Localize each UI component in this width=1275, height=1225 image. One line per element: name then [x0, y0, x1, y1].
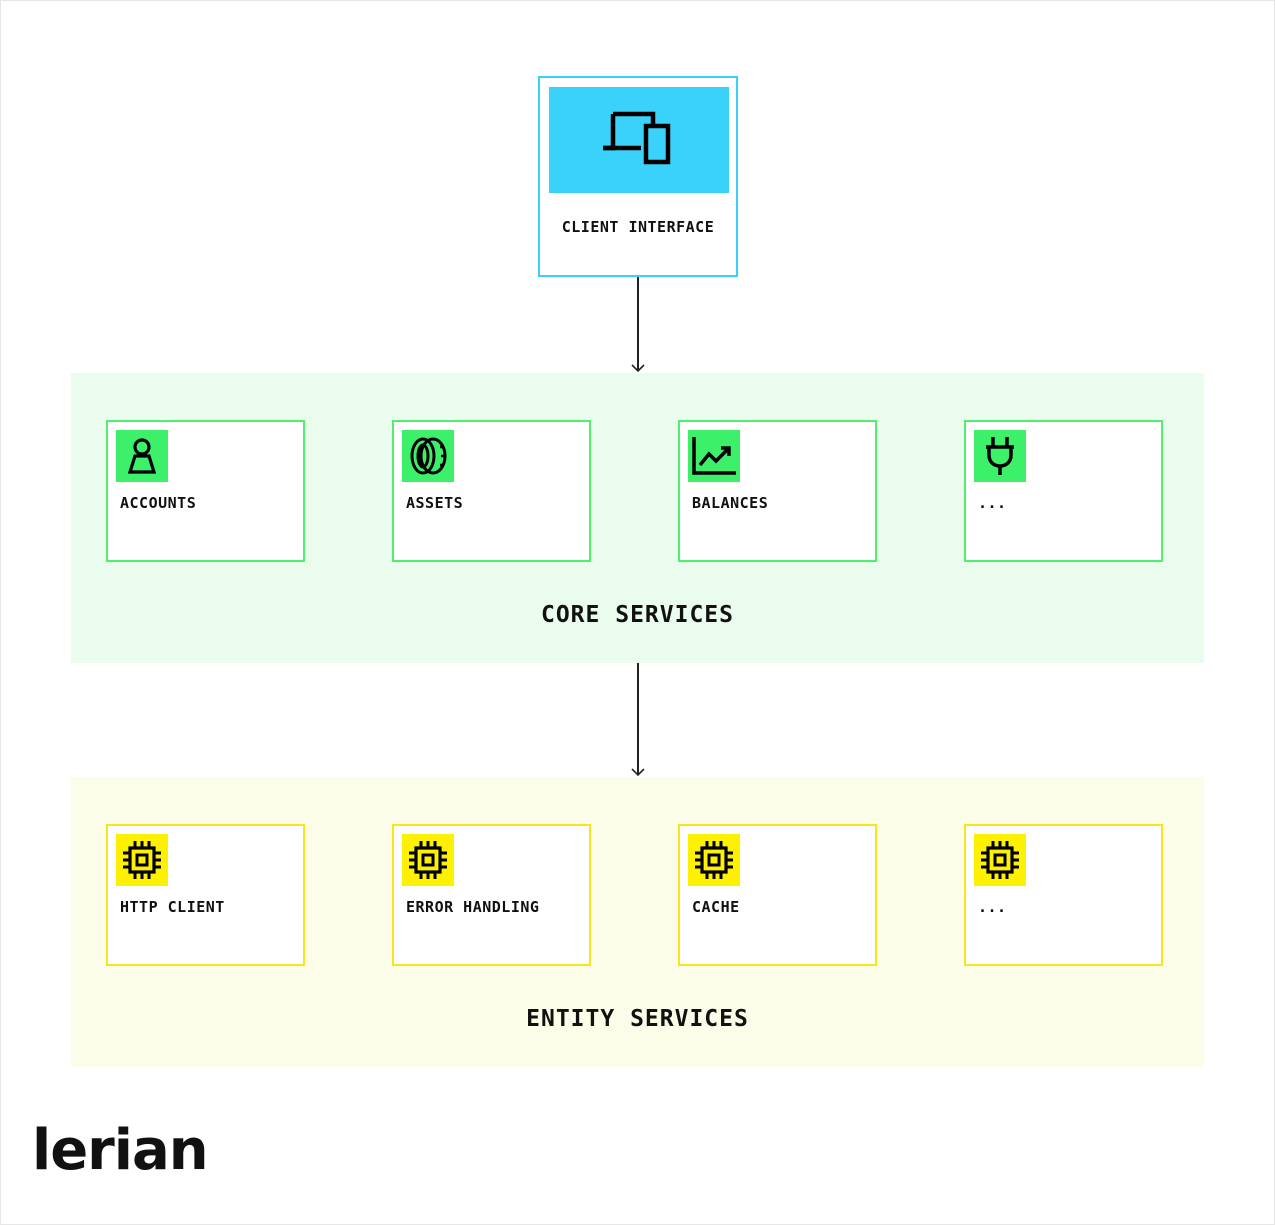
- user-icon-block: [116, 430, 168, 482]
- core-services-panel: ACCOUNTS ASSETS BALANCES: [71, 373, 1204, 663]
- service-label: HTTP CLIENT: [120, 898, 225, 916]
- chart-line-icon-block: [688, 430, 740, 482]
- service-label: ASSETS: [406, 494, 464, 512]
- chip-icon-block: [974, 834, 1026, 886]
- service-label: CACHE: [692, 898, 740, 916]
- service-card-error-handling: ERROR HANDLING: [392, 824, 591, 966]
- arrow-down-icon: [631, 364, 645, 372]
- coins-icon-block: [402, 430, 454, 482]
- entity-services-title: ENTITY SERVICES: [526, 1006, 749, 1032]
- service-card-cache: CACHE: [678, 824, 877, 966]
- entity-services-panel: HTTP CLIENT ERROR HANDLING CACHE: [71, 777, 1204, 1067]
- chip-icon: [409, 841, 447, 879]
- connector-core-to-entity: [637, 663, 639, 775]
- plug-icon-block: [974, 430, 1026, 482]
- service-card-assets: ASSETS: [392, 420, 591, 562]
- chip-icon: [695, 841, 733, 879]
- service-card-more: ...: [964, 824, 1163, 966]
- arrow-down-icon: [631, 768, 645, 776]
- client-interface-label: CLIENT INTERFACE: [561, 218, 715, 236]
- chart-line-icon: [692, 437, 736, 475]
- chip-icon: [123, 841, 161, 879]
- service-label: ...: [978, 494, 1007, 512]
- service-label: ...: [978, 898, 1007, 916]
- service-card-accounts: ACCOUNTS: [106, 420, 305, 562]
- service-label: ACCOUNTS: [120, 494, 197, 512]
- chip-icon: [981, 841, 1019, 879]
- service-label: BALANCES: [692, 494, 769, 512]
- core-services-title: CORE SERVICES: [540, 602, 734, 628]
- service-card-balances: BALANCES: [678, 420, 877, 562]
- lerian-logo: lerian: [32, 1118, 209, 1183]
- client-icon-block: [549, 87, 729, 193]
- service-label: ERROR HANDLING: [406, 898, 540, 916]
- chip-icon-block: [116, 834, 168, 886]
- service-card-more: ...: [964, 420, 1163, 562]
- service-card-http-client: HTTP CLIENT: [106, 824, 305, 966]
- user-icon: [127, 438, 157, 474]
- client-interface-card: CLIENT INTERFACE: [538, 76, 738, 277]
- connector-client-to-core: [637, 277, 639, 371]
- chip-icon-block: [402, 834, 454, 886]
- coins-icon: [410, 437, 447, 475]
- plug-icon: [986, 437, 1014, 475]
- chip-icon-block: [688, 834, 740, 886]
- devices-icon: [603, 111, 671, 165]
